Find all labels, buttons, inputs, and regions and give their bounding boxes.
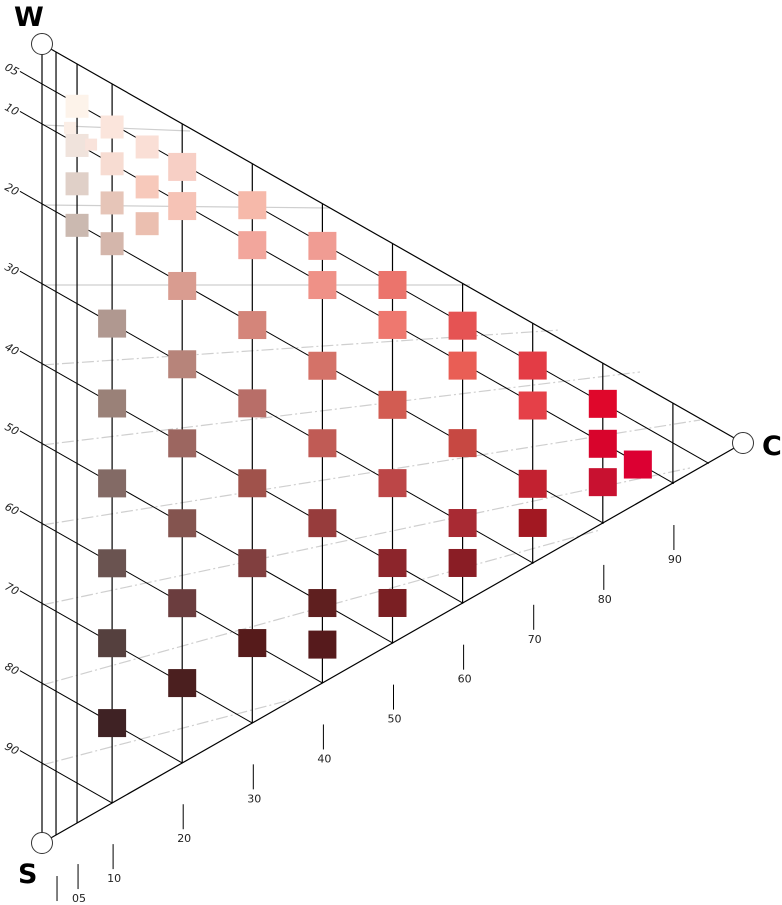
blackness-label-20: 20 [3, 180, 21, 198]
color-swatch [308, 351, 337, 380]
color-swatch [98, 389, 127, 418]
blackness-label-05: 05 [3, 61, 21, 79]
color-swatch [308, 630, 337, 659]
color-swatch [65, 94, 89, 118]
white-corner-label: W [14, 2, 44, 33]
color-swatch [588, 389, 617, 418]
chromatic-corner-label: C [762, 431, 782, 462]
color-swatch [518, 351, 547, 380]
color-swatch [135, 212, 159, 236]
color-swatch [238, 311, 267, 340]
chromaticness-label-40: 40 [317, 752, 331, 765]
color-swatch [168, 350, 197, 379]
color-swatch [168, 271, 197, 300]
color-swatch [588, 468, 617, 497]
blackness-label-60: 60 [3, 500, 21, 518]
chromaticness-label-30: 30 [247, 792, 261, 805]
blackness-line-50 [19, 430, 394, 644]
color-swatch [98, 709, 127, 738]
color-swatch [100, 152, 124, 176]
color-swatch [168, 192, 197, 221]
color-swatch [378, 270, 407, 299]
chromaticness-label-20: 20 [177, 832, 191, 845]
guide-line [41, 371, 641, 446]
color-swatch [448, 351, 477, 380]
color-swatch [238, 231, 267, 260]
color-swatch [308, 589, 337, 618]
guide-line [41, 467, 691, 606]
triangle-grid [19, 43, 744, 844]
guide-line [41, 699, 291, 766]
color-swatch [168, 152, 197, 181]
color-swatch [378, 469, 407, 498]
color-swatch [378, 549, 407, 578]
chromaticness-label-50: 50 [388, 713, 402, 726]
chromaticness-label-90: 90 [668, 553, 682, 566]
color-swatch [518, 391, 547, 420]
color-swatch [448, 509, 477, 538]
color-swatch [518, 469, 547, 498]
color-swatch [448, 548, 477, 577]
color-swatch [308, 509, 337, 538]
black-corner-marker [31, 832, 53, 854]
color-swatch [65, 213, 89, 237]
color-swatch [238, 549, 267, 578]
chromaticness-label-70: 70 [528, 633, 542, 646]
guide-line [41, 329, 561, 366]
color-swatch [518, 508, 547, 537]
color-swatch [238, 389, 267, 418]
color-swatch [378, 310, 407, 339]
blackness-label-90: 90 [3, 740, 21, 758]
blackness-label-70: 70 [3, 580, 21, 598]
chromaticness-label-80: 80 [598, 593, 612, 606]
color-swatch [308, 231, 337, 260]
color-swatch [100, 115, 124, 139]
color-swatch [168, 669, 197, 698]
blackness-label-80: 80 [3, 660, 21, 678]
blackness-line-90 [19, 750, 113, 804]
color-swatch [65, 172, 89, 196]
color-swatch [135, 135, 159, 159]
blackness-label-30: 30 [3, 260, 21, 278]
axis-labels: 0205102030405060708090051020304050607080… [3, 61, 682, 905]
black-corner-label: S [18, 859, 37, 890]
blackness-label-10: 10 [3, 101, 21, 119]
color-swatch [135, 175, 159, 199]
chromaticness-label-05: 05 [72, 892, 86, 905]
color-swatch [308, 271, 337, 300]
blackness-label-50: 50 [3, 420, 21, 438]
color-swatch [168, 509, 197, 538]
color-swatches [64, 94, 652, 738]
color-swatch [85, 138, 98, 151]
color-swatch [98, 469, 127, 498]
blackness-label-40: 40 [3, 340, 21, 358]
color-swatch [238, 469, 267, 498]
color-swatch [448, 311, 477, 340]
chromatic-corner-marker [732, 432, 754, 454]
color-swatch [588, 429, 617, 458]
chromaticness-label-60: 60 [458, 673, 472, 686]
color-swatch [100, 232, 124, 256]
blackness-line-70 [19, 590, 253, 724]
color-swatch [623, 450, 652, 479]
color-swatch [378, 390, 407, 419]
color-swatch [98, 629, 127, 658]
chromaticness-label-10: 10 [107, 872, 121, 885]
color-swatch [308, 429, 337, 458]
color-swatch [238, 191, 267, 220]
color-swatch [448, 429, 477, 458]
color-swatch [98, 309, 127, 338]
color-swatch [64, 121, 77, 134]
color-swatch [378, 588, 407, 617]
color-swatch [65, 133, 89, 157]
white-corner-marker [31, 33, 53, 55]
color-swatch [168, 429, 197, 458]
color-swatch [238, 629, 267, 658]
color-swatch [168, 589, 197, 618]
color-swatch [98, 549, 127, 578]
color-swatch [100, 191, 124, 215]
blackness-line-10 [19, 110, 675, 484]
